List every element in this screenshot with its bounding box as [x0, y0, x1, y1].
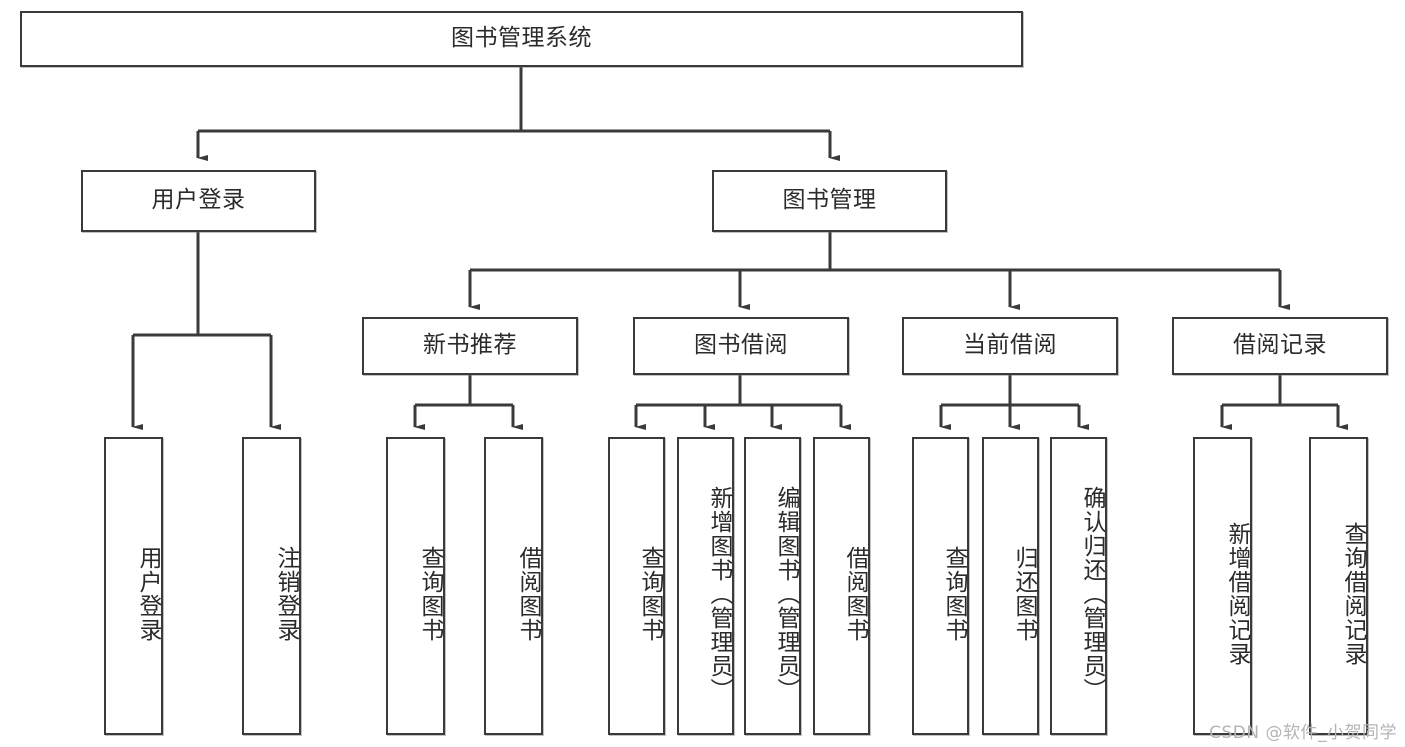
node-new-book-recommend[interactable]: 新书推荐 — [362, 317, 578, 375]
node-label: 用户登录 — [135, 546, 161, 642]
node-label: 编辑图书（管理员） — [773, 486, 799, 702]
node-label: 用户登录 — [151, 187, 246, 214]
node-user-login[interactable]: 用户登录 — [81, 170, 316, 232]
node-current-borrow[interactable]: 当前借阅 — [902, 317, 1118, 375]
leaf-borrow-record-add-record[interactable]: 新增借阅记录 — [1193, 437, 1252, 735]
node-root-book-management-system[interactable]: 图书管理系统 — [20, 11, 1023, 67]
node-label: 新书推荐 — [423, 332, 517, 359]
leaf-book-borrow-borrow-book[interactable]: 借阅图书 — [813, 437, 870, 735]
node-label: 注销登录 — [273, 546, 299, 642]
node-label: 查询图书 — [637, 546, 663, 642]
node-label: 借阅图书 — [842, 546, 868, 642]
leaf-user-login-logout[interactable]: 注销登录 — [242, 437, 301, 735]
leaf-new-book-borrow-book[interactable]: 借阅图书 — [484, 437, 543, 735]
node-label: 图书借阅 — [694, 332, 788, 359]
node-label: 当前借阅 — [963, 332, 1057, 359]
node-book-management[interactable]: 图书管理 — [712, 170, 947, 232]
node-label: 查询图书 — [417, 546, 443, 642]
leaf-book-borrow-add-book-admin[interactable]: 新增图书（管理员） — [677, 437, 734, 735]
node-label: 查询借阅记录 — [1340, 522, 1366, 666]
node-label: 新增图书（管理员） — [706, 486, 732, 702]
node-label: 查询图书 — [941, 546, 967, 642]
node-book-borrow[interactable]: 图书借阅 — [633, 317, 849, 375]
node-label: 新增借阅记录 — [1224, 522, 1250, 666]
node-label: 借阅图书 — [515, 546, 541, 642]
node-label: 图书管理 — [782, 187, 877, 214]
node-label: 图书管理系统 — [451, 25, 592, 52]
node-label: 归还图书 — [1011, 546, 1037, 642]
leaf-book-borrow-edit-book-admin[interactable]: 编辑图书（管理员） — [744, 437, 801, 735]
leaf-new-book-query-book[interactable]: 查询图书 — [386, 437, 445, 735]
node-borrow-record[interactable]: 借阅记录 — [1172, 317, 1388, 375]
leaf-current-borrow-return-book[interactable]: 归还图书 — [982, 437, 1039, 735]
leaf-borrow-record-query-record[interactable]: 查询借阅记录 — [1309, 437, 1368, 735]
leaf-current-borrow-query-book[interactable]: 查询图书 — [912, 437, 969, 735]
csdn-watermark: CSDN @软件_小贺同学 — [1209, 723, 1397, 743]
leaf-user-login-login[interactable]: 用户登录 — [104, 437, 163, 735]
leaf-book-borrow-query-book[interactable]: 查询图书 — [608, 437, 665, 735]
node-label: 确认归还（管理员） — [1079, 486, 1105, 702]
leaf-current-borrow-confirm-return-admin[interactable]: 确认归还（管理员） — [1050, 437, 1107, 735]
node-label: 借阅记录 — [1233, 332, 1327, 359]
